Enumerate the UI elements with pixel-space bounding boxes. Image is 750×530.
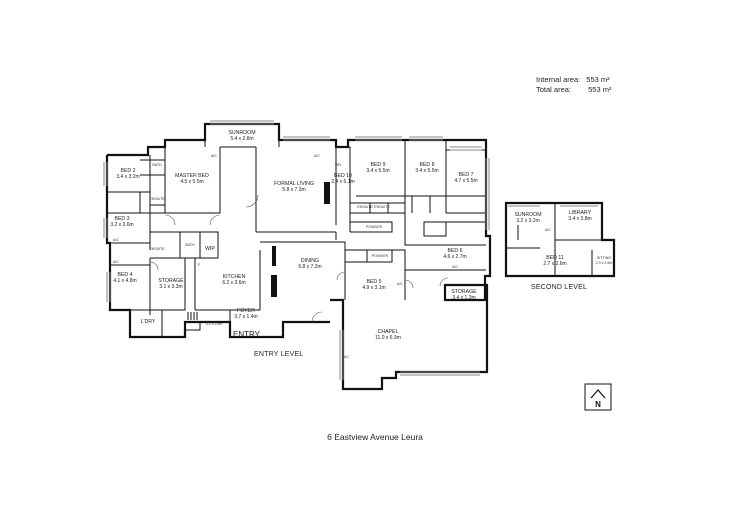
room-f-name: F	[198, 263, 201, 267]
room-foyer-name: FOYER	[237, 308, 255, 314]
room-storage2-dim: 3.4 x 1.3m	[452, 295, 475, 301]
room-bed10-name: BED 10	[334, 173, 352, 179]
room-storage2-name: STORAGE	[451, 289, 477, 295]
room-foyer-dim: 3.7 x 1.4m	[234, 314, 257, 320]
room-storage1-dim: 3.1 x 3.3m	[159, 284, 182, 290]
room-bed3-dim: 3.2 x 3.6m	[110, 222, 133, 228]
room-kitchen-name: KITCHEN	[223, 274, 246, 280]
room-bed2-name: BED 2	[121, 168, 136, 174]
address-title: 6 Eastview Avenue Leura	[327, 432, 423, 442]
room-library-dim: 3.4 x 3.8m	[568, 216, 591, 222]
stairs	[187, 312, 198, 320]
room-bed2-dim: 3.4 x 3.2m	[116, 174, 139, 180]
second-level-walls	[504, 201, 616, 278]
room-bed3-name: BED 3	[115, 216, 130, 222]
total-area-label: Total area:	[536, 85, 572, 94]
room-ensuite2-name: ENSUITE	[149, 247, 165, 251]
room-bed4-dim: 4.1 x 4.8m	[113, 278, 136, 284]
room-bed6-dim: 4.6 x 2.7m	[443, 254, 466, 260]
ac-label-7: A/C	[343, 355, 349, 359]
entry-level-label: ENTRY LEVEL	[254, 351, 304, 358]
room-bed8-name: BED 8	[420, 162, 435, 168]
room-storage1-name: STORAGE	[158, 278, 184, 284]
ac-label-5: A/C	[452, 265, 458, 269]
room-labels: SUNROOM 5.4 x 2.8m BED 2 3.4 x 3.2m MAST…	[110, 130, 612, 359]
room-ldry-name: L'DRY	[141, 319, 156, 325]
room-sunroom-dim: 5.4 x 2.8m	[230, 136, 253, 142]
room-sunroom-upper-dim: 3.2 x 3.2m	[516, 218, 539, 224]
room-sitting-dim: 2.3 x 2.5m	[596, 261, 613, 265]
room-sitting-name: SITTING	[597, 256, 611, 260]
second-level-label: SECOND LEVEL	[531, 284, 588, 291]
room-ensuite4-name: ENSUITE	[374, 205, 390, 209]
wr-label: WR	[335, 163, 341, 167]
room-bed10-dim: 2.4 x 6.1m	[331, 179, 354, 185]
room-bed8-dim: 3.4 x 5.5m	[415, 168, 438, 174]
room-powder2-name: POWDER	[372, 254, 389, 258]
ac-label-3: A/C	[211, 154, 217, 158]
room-formal-living-name: FORMAL LIVING	[274, 181, 314, 187]
ac-label-4: A/C	[314, 154, 320, 158]
room-bed7-dim: 4.7 x 5.5m	[454, 178, 477, 184]
room-dining-dim: 6.8 x 7.2m	[298, 264, 321, 270]
total-area-row: Total area: 553 m²	[536, 85, 611, 94]
room-bed9-dim: 3.4 x 5.5m	[366, 168, 389, 174]
internal-area-value: 553 m²	[586, 75, 610, 84]
room-bed11-name: BED 11	[546, 255, 564, 261]
internal-area-row: Internal area: 553 m²	[536, 75, 610, 84]
room-ensuite3-name: ENSUITE	[357, 205, 373, 209]
entry-level-walls	[105, 122, 492, 391]
room-bed6-name: BED 6	[448, 248, 463, 254]
room-small-dim: 3.2 x 2.8m	[206, 322, 223, 326]
room-bed4-name: BED 4	[118, 272, 133, 278]
room-chapel-dim: 11.0 x 6.9m	[375, 335, 401, 341]
room-sunroom-name: SUNROOM	[228, 130, 255, 136]
room-bath2-name: BATH	[185, 243, 195, 247]
doors	[149, 194, 449, 323]
ac-label-8: A/C	[545, 228, 551, 232]
room-bed7-name: BED 7	[459, 172, 474, 178]
room-bath1-name: BATH	[152, 163, 162, 167]
windows	[103, 120, 490, 380]
room-chapel-name: CHAPEL	[378, 329, 399, 335]
ac-label-2: A/C	[113, 260, 119, 264]
room-master-bed-name: MASTER BED	[175, 173, 209, 179]
room-bed5-dim: 4.9 x 3.1m	[362, 285, 385, 291]
compass-north-letter: N	[595, 400, 601, 409]
room-formal-living-dim: 5.8 x 7.3m	[282, 187, 305, 193]
room-bed5-name: BED 5	[367, 279, 382, 285]
room-bed11-dim: 2.7 x 2.6m	[543, 261, 566, 267]
room-kitchen-dim: 6.2 x 3.6m	[222, 280, 245, 286]
room-ensuite1-name: ENSUITE	[149, 197, 165, 201]
room-wip-name: WIP	[205, 246, 215, 252]
internal-area-label: Internal area:	[536, 75, 581, 84]
room-dining-name: DINING	[301, 258, 319, 264]
ac-label-1: A/C	[113, 238, 119, 242]
room-library-name: LIBRARY	[569, 210, 592, 216]
room-bed9-name: BED 9	[371, 162, 386, 168]
room-powder1-name: POWDER	[366, 225, 383, 229]
room-sunroom-upper-name: SUNROOM	[514, 212, 541, 218]
room-master-bed-dim: 4.5 x 5.5m	[180, 179, 203, 185]
compass: N	[584, 383, 612, 411]
ac-label-6: A/C	[397, 282, 403, 286]
total-area-value: 553 m²	[588, 85, 612, 94]
entry-marker: ENTRY	[233, 330, 260, 339]
